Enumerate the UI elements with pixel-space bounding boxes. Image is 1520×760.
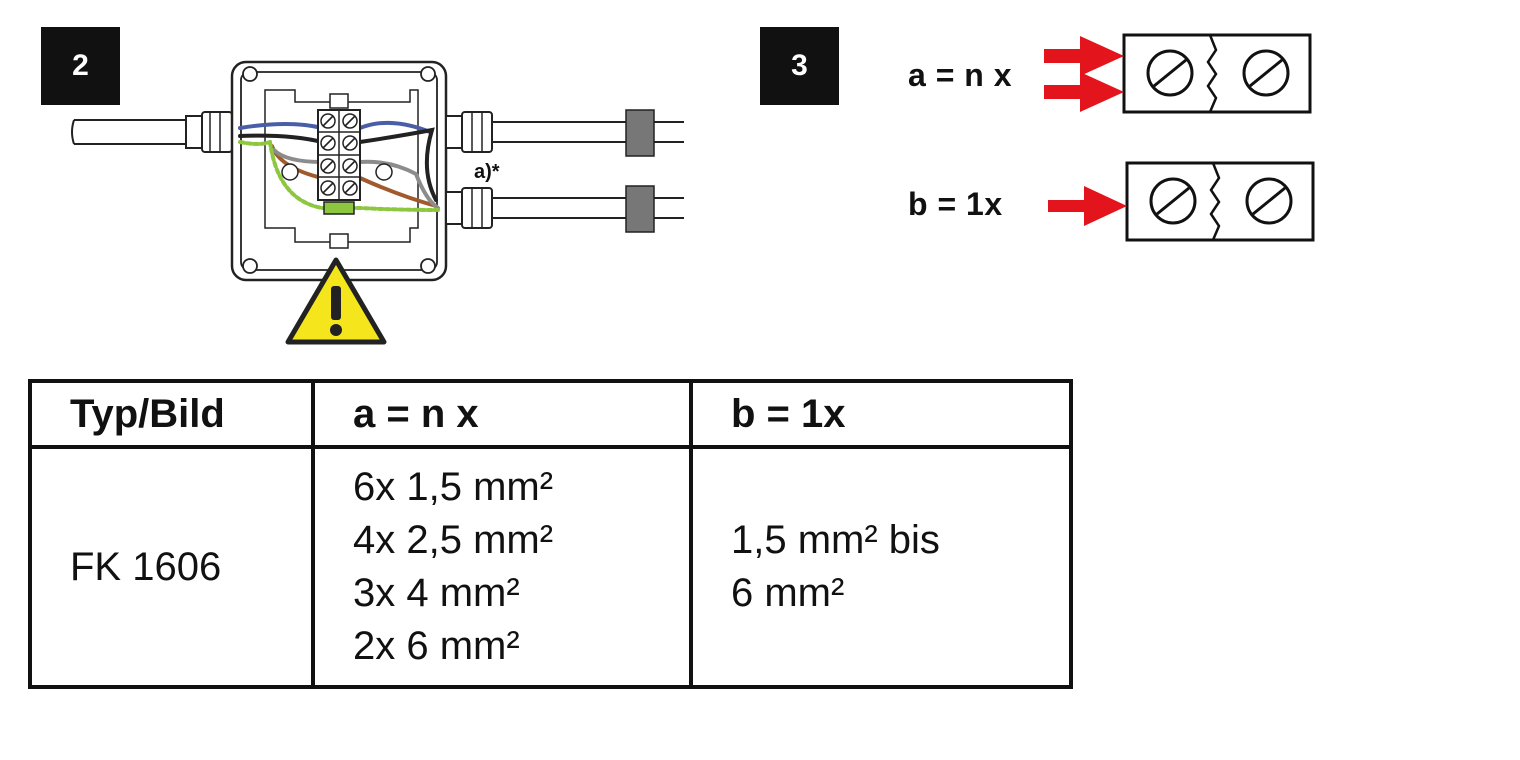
a-value: 4x 2,5 mm² — [353, 518, 554, 562]
right-cable-gland-top — [445, 109, 684, 157]
right-cable-gland-bottom — [445, 185, 684, 233]
header-a: a = n x — [311, 379, 693, 449]
a-value: 6x 1,5 mm² — [353, 465, 554, 509]
a-value: 2x 6 mm² — [353, 624, 520, 668]
rule-a-label: a = n x — [908, 57, 1012, 93]
cable-spec-table: Typ/Bild a = n x b = 1x FK 1606 6x 1,5 m… — [28, 379, 1073, 689]
table-row: FK 1606 6x 1,5 mm² 4x 2,5 mm² 3x 4 mm² 2… — [28, 445, 1073, 689]
terminal-connection-diagram — [1044, 33, 1315, 242]
warning-triangle-icon — [285, 257, 387, 345]
figure-number-badge-2: 2 — [41, 27, 120, 105]
figure-number-badge-3: 3 — [760, 27, 839, 105]
b-value: 6 mm² — [731, 571, 845, 615]
rule-b-label: b = 1x — [908, 186, 1003, 222]
junction-box-diagram — [71, 60, 684, 345]
screw-terminal-icon — [1122, 33, 1312, 114]
left-cable-gland — [185, 111, 233, 153]
terminal-block — [281, 93, 393, 249]
cell-type: FK 1606 — [28, 445, 315, 689]
header-b: b = 1x — [689, 379, 1073, 449]
cell-a-values: 6x 1,5 mm² 4x 2,5 mm² 3x 4 mm² 2x 6 mm² — [311, 445, 693, 689]
red-arrow-icon — [1048, 186, 1127, 226]
header-type: Typ/Bild — [28, 379, 315, 449]
red-arrow-icon — [1044, 36, 1124, 112]
table-header-row: Typ/Bild a = n x b = 1x — [28, 379, 1073, 449]
cell-b-values: 1,5 mm² bis 6 mm² — [689, 445, 1073, 689]
b-value: 1,5 mm² bis — [731, 518, 940, 562]
screw-terminal-icon — [1125, 161, 1315, 242]
a-value: 3x 4 mm² — [353, 571, 520, 615]
annotation-a-star: a)* — [474, 161, 500, 183]
